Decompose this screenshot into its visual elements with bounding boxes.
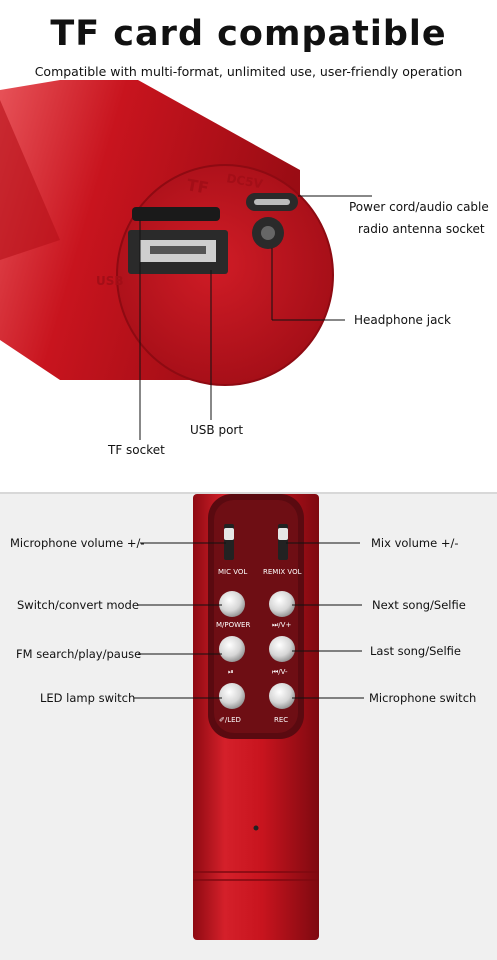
print-dc5v: DC5V xyxy=(225,171,264,191)
m-power-button[interactable] xyxy=(219,591,245,617)
callout-fm-search: FM search/play/pause xyxy=(16,647,142,661)
panel-led: ✐/LED xyxy=(219,716,241,724)
mic-handle-illustration: MIC VOL REMIX VOL M/POWER ⏭/V+ ⏯ ⏮/V- ✐/… xyxy=(134,494,364,940)
callout-last-song: Last song/Selfie xyxy=(370,644,461,658)
panel-prev-v: ⏮/V- xyxy=(272,668,288,676)
callout-next-song: Next song/Selfie xyxy=(372,598,466,612)
panel-m-power: M/POWER xyxy=(216,621,250,629)
callout-mix-volume: Mix volume +/- xyxy=(371,536,459,550)
mic-end-cap xyxy=(117,165,333,385)
panel-rec: REC xyxy=(274,716,288,724)
section-divider xyxy=(0,492,497,494)
print-tf: TF xyxy=(185,175,210,198)
callout-power-line2: radio antenna socket xyxy=(358,222,485,236)
callout-led-switch: LED lamp switch xyxy=(40,691,136,705)
panel-play: ⏯ xyxy=(228,668,234,676)
print-usb: USB xyxy=(96,274,124,288)
next-vol-up-button[interactable] xyxy=(269,591,295,617)
callout-tf: TF socket xyxy=(108,443,165,457)
remix-vol-slider[interactable] xyxy=(278,528,288,540)
callout-mic-switch: Microphone switch xyxy=(369,691,477,705)
tf-slot xyxy=(132,207,220,221)
panel-remix-vol: REMIX VOL xyxy=(263,568,302,576)
panel-mic-vol: MIC VOL xyxy=(218,568,247,576)
panel-next-v: ⏭/V+ xyxy=(272,621,291,629)
callout-power-line1: Power cord/audio cable xyxy=(349,200,489,214)
prev-vol-down-button[interactable] xyxy=(269,636,295,662)
callout-switch-mode: Switch/convert mode xyxy=(17,598,139,612)
mic-hole xyxy=(253,825,259,831)
mic-vol-slider[interactable] xyxy=(224,528,234,540)
callout-headphone: Headphone jack xyxy=(354,313,451,327)
rec-button[interactable] xyxy=(269,683,295,709)
page-title: TF card compatible xyxy=(50,14,447,54)
callout-usb: USB port xyxy=(190,423,244,437)
page-subtitle: Compatible with multi-format, unlimited … xyxy=(34,64,463,79)
play-pause-button[interactable] xyxy=(219,636,245,662)
led-button[interactable] xyxy=(219,683,245,709)
callout-mic-volume: Microphone volume +/- xyxy=(10,536,145,550)
mic-bottom-illustration: TF DC5V USB xyxy=(0,80,372,440)
